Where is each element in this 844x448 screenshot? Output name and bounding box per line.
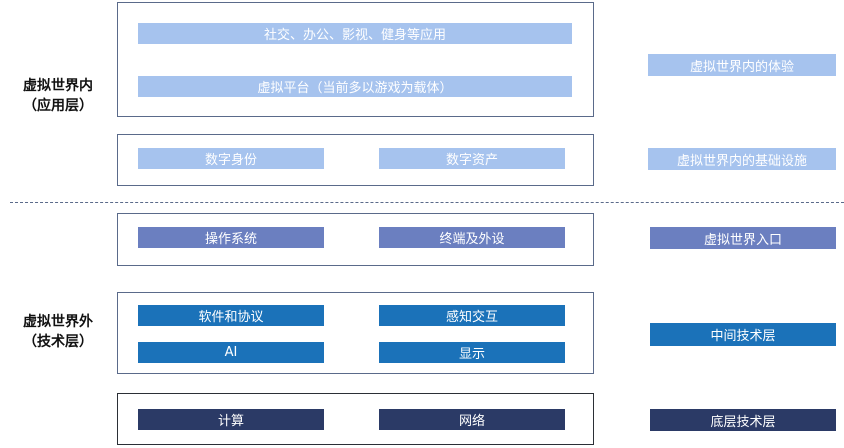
digital-asset-bar: 数字资产 (379, 148, 565, 169)
inner-world-title: 虚拟世界内 (23, 78, 93, 94)
digital-identity-bar: 数字身份 (138, 148, 324, 169)
network-bar: 网络 (379, 409, 565, 430)
apps-bar: 社交、办公、影视、健身等应用 (138, 23, 572, 44)
outer-world-title: 虚拟世界外 (23, 314, 93, 330)
terminal-peripheral-bar: 终端及外设 (379, 227, 565, 248)
inner-world-label: 虚拟世界内 （应用层） (8, 76, 108, 116)
outer-world-subtitle: （技术层） (23, 334, 93, 350)
inner-experience-label: 虚拟世界内的体验 (648, 54, 836, 76)
ai-bar: AI (138, 342, 324, 363)
operating-system-bar: 操作系统 (138, 227, 324, 248)
middle-tech-layer-label: 中间技术层 (650, 323, 836, 346)
application-box (117, 2, 594, 117)
virtual-platform-bar: 虚拟平台（当前多以游戏为载体） (138, 76, 572, 97)
perception-interaction-bar: 感知交互 (379, 305, 565, 326)
layer-divider (10, 202, 844, 203)
software-protocol-bar: 软件和协议 (138, 305, 324, 326)
computing-bar: 计算 (138, 409, 324, 430)
bottom-tech-layer-label: 底层技术层 (650, 409, 836, 431)
display-bar: 显示 (379, 342, 565, 363)
inner-world-subtitle: （应用层） (23, 98, 93, 114)
outer-world-label: 虚拟世界外 （技术层） (8, 312, 108, 352)
inner-infrastructure-label: 虚拟世界内的基础设施 (648, 148, 836, 170)
world-entrance-label: 虚拟世界入口 (650, 227, 836, 249)
